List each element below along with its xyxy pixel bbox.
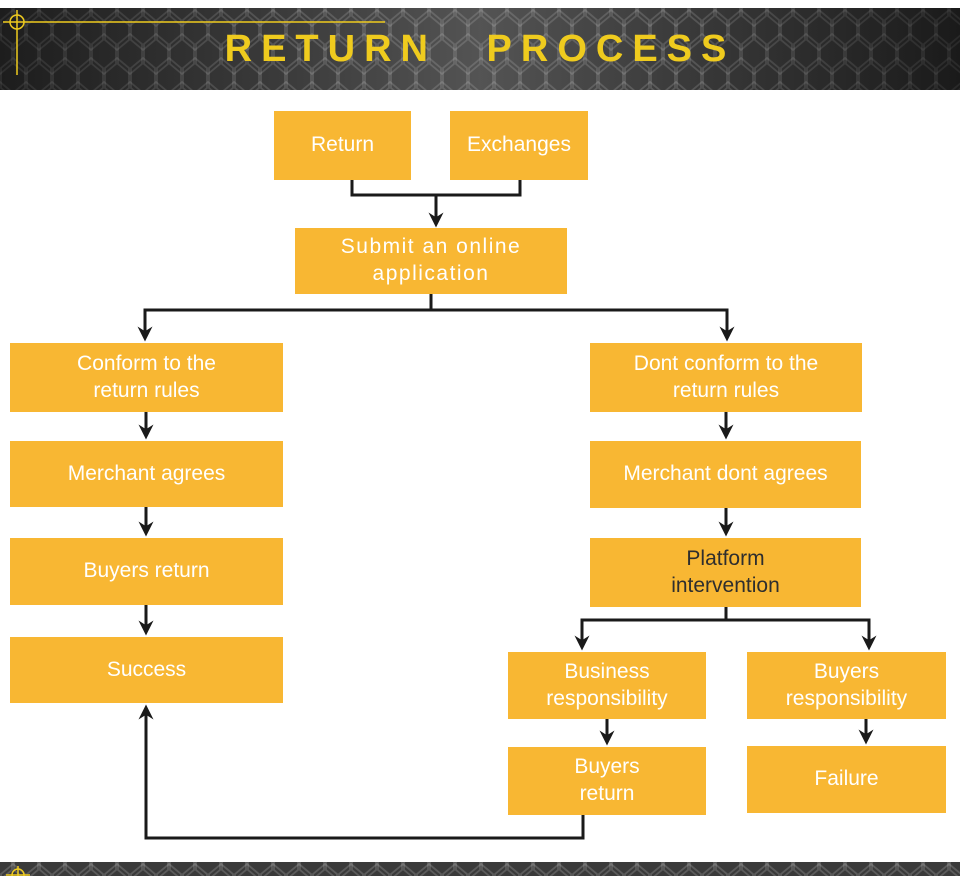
footer-banner xyxy=(0,862,960,876)
registration-crosshair-icon xyxy=(6,866,30,876)
node-merchant-dont-agrees: Merchant dont agrees xyxy=(590,441,861,508)
page-title: RETURN PROCESS xyxy=(224,27,736,70)
node-platform-intervention: Platform intervention xyxy=(590,538,861,607)
hex-mesh-pattern xyxy=(0,862,960,876)
node-buyers-responsibility: Buyers responsibility xyxy=(747,652,946,719)
node-failure: Failure xyxy=(747,746,946,813)
node-exchanges: Exchanges xyxy=(450,111,588,180)
node-business-responsibility: Business responsibility xyxy=(508,652,706,719)
node-buyers-return-right: Buyers return xyxy=(508,747,706,815)
node-success: Success xyxy=(10,637,283,703)
node-dont-conform-rules: Dont conform to the return rules xyxy=(590,343,862,412)
node-merchant-agrees: Merchant agrees xyxy=(10,441,283,507)
node-conform-rules: Conform to the return rules xyxy=(10,343,283,412)
node-return: Return xyxy=(274,111,411,180)
node-buyers-return-left: Buyers return xyxy=(10,538,283,605)
header-banner: RETURN PROCESS xyxy=(0,8,960,90)
registration-crosshair-icon xyxy=(3,10,385,75)
node-submit-application: Submit an online application xyxy=(295,228,567,294)
